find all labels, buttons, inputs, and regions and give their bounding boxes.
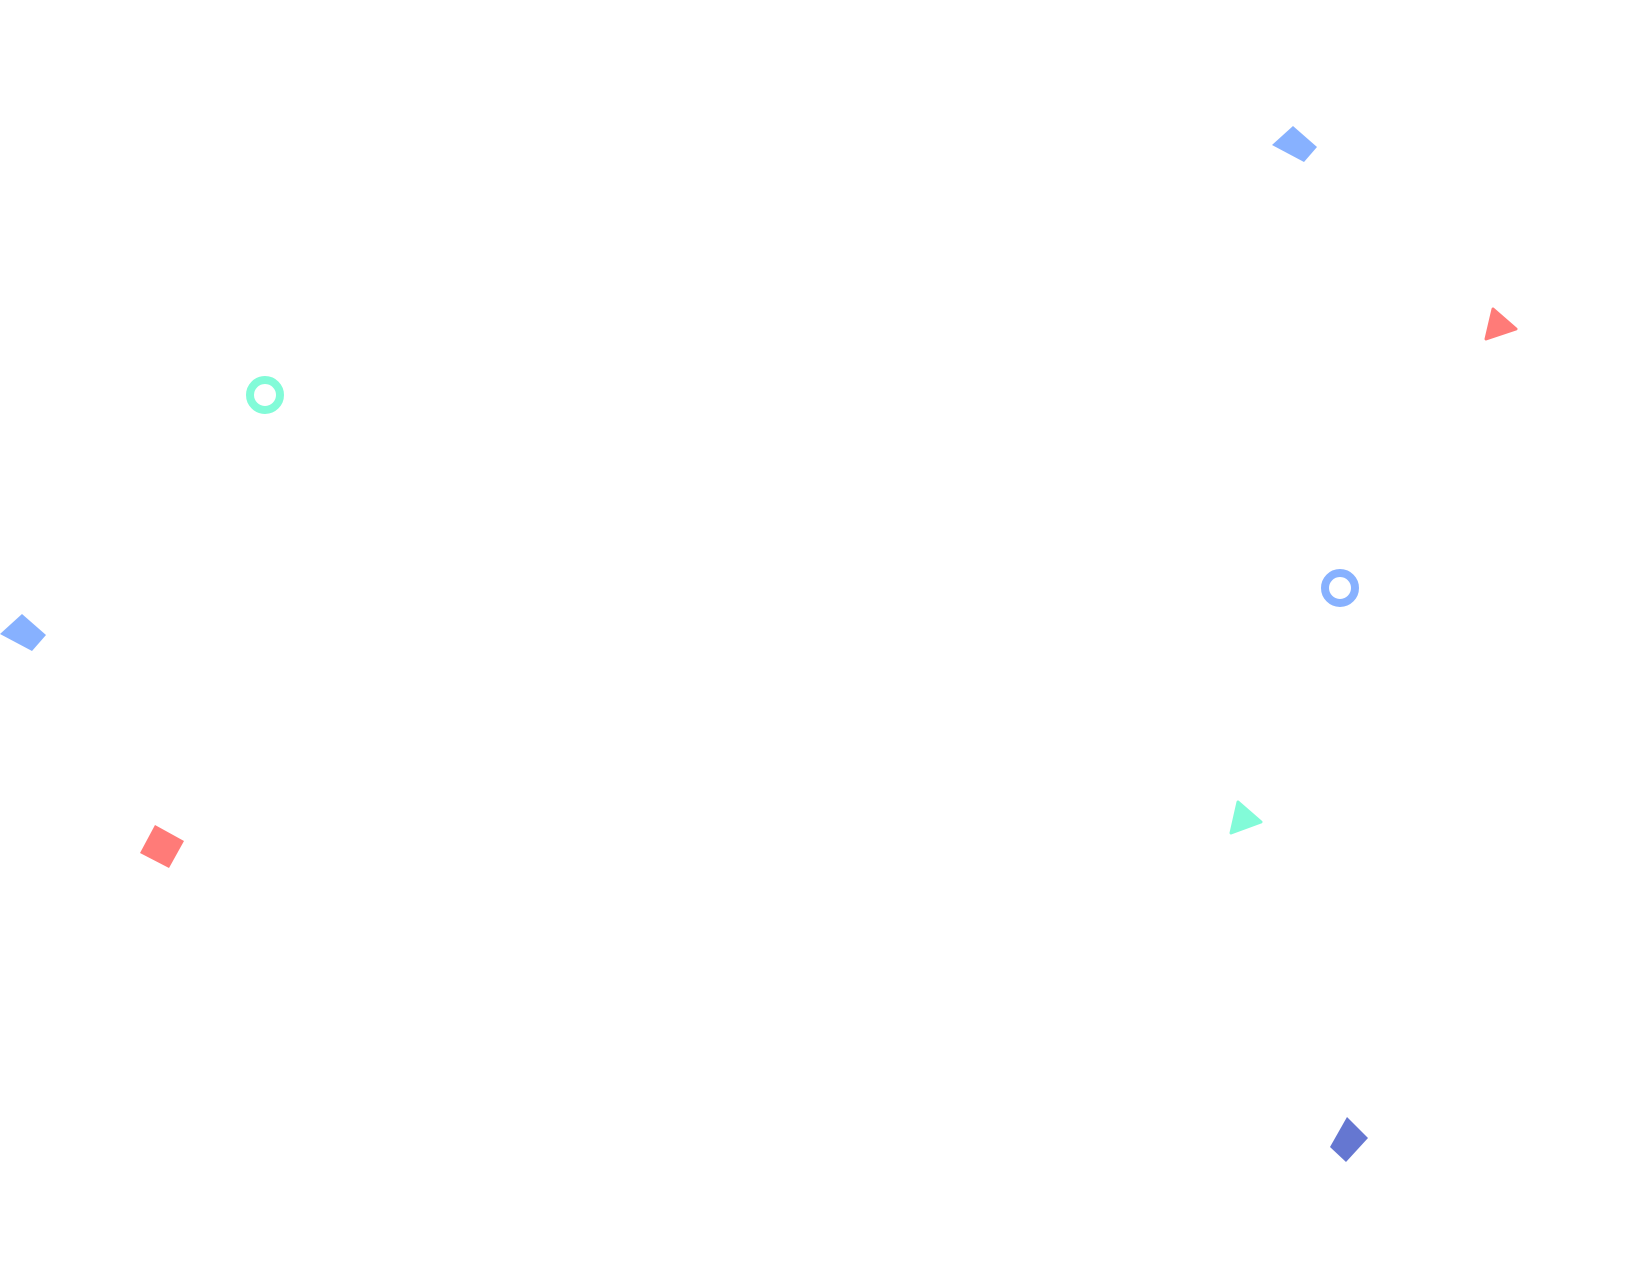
blue-diamond-top-right-shape: [1272, 126, 1317, 162]
mint-ring-left-shape: [246, 376, 284, 414]
blue-diamond-left-edge-shape: [0, 614, 46, 651]
blue-ring-right-shape: [1321, 569, 1359, 607]
coral-triangle-top-right-shape: [1484, 307, 1518, 341]
coral-square-left-shape: [140, 825, 184, 868]
indigo-diamond-bottom-right-shape: [1330, 1117, 1368, 1162]
mint-triangle-right-shape: [1229, 800, 1263, 835]
